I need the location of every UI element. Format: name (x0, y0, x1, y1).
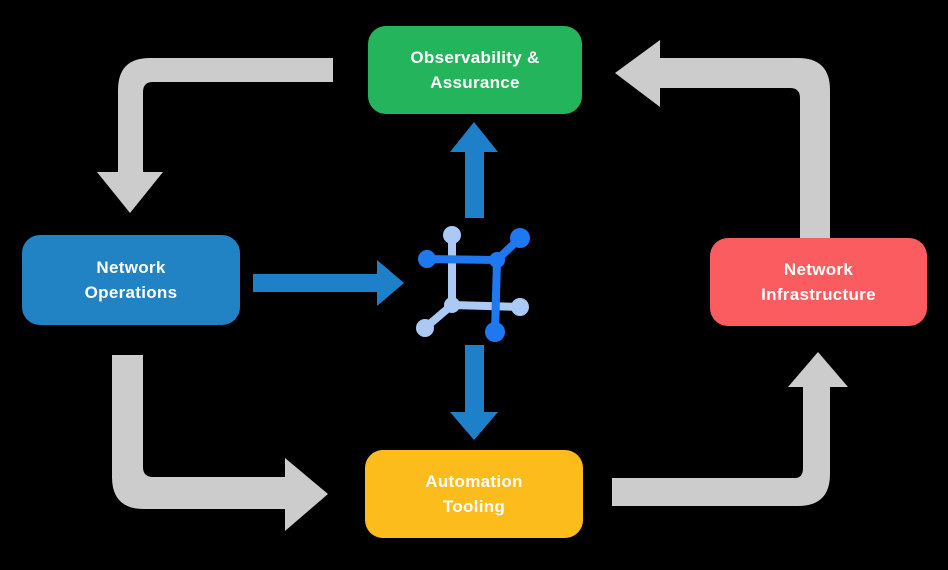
network-node-icon-light-dots (416, 226, 529, 337)
node-network-operations: Network Operations (22, 235, 240, 325)
node-network-infrastructure-label: Network Infrastructure (761, 259, 876, 305)
node-observability-assurance: Observability & Assurance (368, 26, 582, 114)
node-network-operations-label: Network Operations (84, 257, 178, 303)
arrow-tooling-to-infrastructure (612, 352, 848, 506)
node-automation-tooling: Automation Tooling (365, 450, 583, 538)
arrow-observability-to-operations (97, 58, 333, 213)
arrow-operations-to-tooling (112, 355, 328, 531)
arrow-operations-to-icon (253, 260, 404, 306)
network-node-icon (416, 226, 530, 342)
node-observability-assurance-label: Observability & Assurance (410, 47, 540, 93)
network-node-icon-dark-dots (418, 228, 530, 342)
node-automation-tooling-label: Automation Tooling (425, 471, 523, 517)
arrow-icon-to-observability (450, 122, 498, 218)
arrow-infrastructure-to-observability (615, 40, 830, 238)
node-network-infrastructure: Network Infrastructure (710, 238, 927, 326)
arrow-icon-to-tooling (450, 345, 498, 440)
